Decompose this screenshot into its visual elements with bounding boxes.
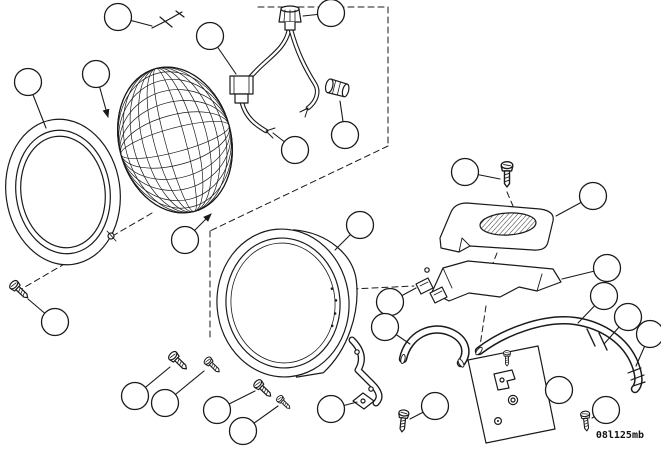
screw-c-icon: [251, 377, 275, 401]
callout-circle-screw-front: [40, 307, 70, 337]
retainer-clip: [151, 10, 185, 29]
hose-clamps: [415, 267, 448, 304]
callout-circle-screw-b: [150, 388, 180, 418]
hose-long-part: [474, 316, 646, 394]
headlight-housing: [216, 228, 358, 378]
support-bracket: [431, 260, 562, 302]
headlight-rim: [5, 118, 121, 266]
callout-circle-wire-lead: [280, 135, 310, 165]
callout-circle-screw-e: [420, 391, 450, 421]
mounting-bracket: [348, 336, 383, 410]
callout-circle-lens: [170, 225, 200, 255]
screw-e-icon: [396, 408, 410, 434]
callout-circle-screw-c: [202, 395, 232, 425]
headlight-lens: [117, 66, 233, 214]
screw-front-icon: [7, 278, 32, 302]
square-connector: [229, 75, 254, 104]
callout-circle-harness: [195, 21, 225, 51]
callout-circle-rim-inner: [81, 59, 111, 89]
callout-circle-wire-clip: [103, 2, 133, 32]
screw-b-icon: [202, 355, 223, 376]
callout-circle-support-bracket: [592, 253, 622, 283]
callout-circle-grille-cap: [578, 181, 608, 211]
callout-circle-screw-f: [591, 395, 621, 425]
callout-circle-hose-long: [589, 281, 619, 311]
callout-circle-housing: [345, 210, 375, 240]
callout-circle-rim-outer: [13, 67, 43, 97]
hose-short-part: [398, 325, 470, 368]
wiring-harness: [229, 5, 320, 139]
cap-screw-icon: [500, 161, 514, 188]
screw-a-icon: [166, 349, 191, 374]
callout-circle-plug: [330, 120, 360, 150]
callout-circle-hose-short: [370, 312, 400, 342]
bracket-plate-assembly: [467, 345, 556, 444]
figure-code: 08l125mb: [596, 430, 644, 441]
connector-plug: [324, 78, 350, 98]
callout-circle-bottom-bracket: [316, 394, 346, 424]
screw-f-icon: [579, 410, 592, 432]
callout-circle-screw-d: [228, 416, 258, 446]
grille-cap: [439, 202, 554, 253]
screw-d-icon: [274, 393, 293, 412]
callouts-layer: [13, 0, 661, 446]
callout-circle-coupling: [613, 302, 643, 332]
callout-circle-plate: [544, 375, 574, 405]
callout-circle-connector: [316, 0, 346, 28]
callout-circle-hose-clamp: [375, 287, 405, 317]
callout-circle-cap-screw: [450, 157, 480, 187]
bulb-connector: [278, 5, 302, 31]
callout-circle-screw-a: [120, 381, 150, 411]
callout-circle-hose-end: [635, 319, 661, 349]
